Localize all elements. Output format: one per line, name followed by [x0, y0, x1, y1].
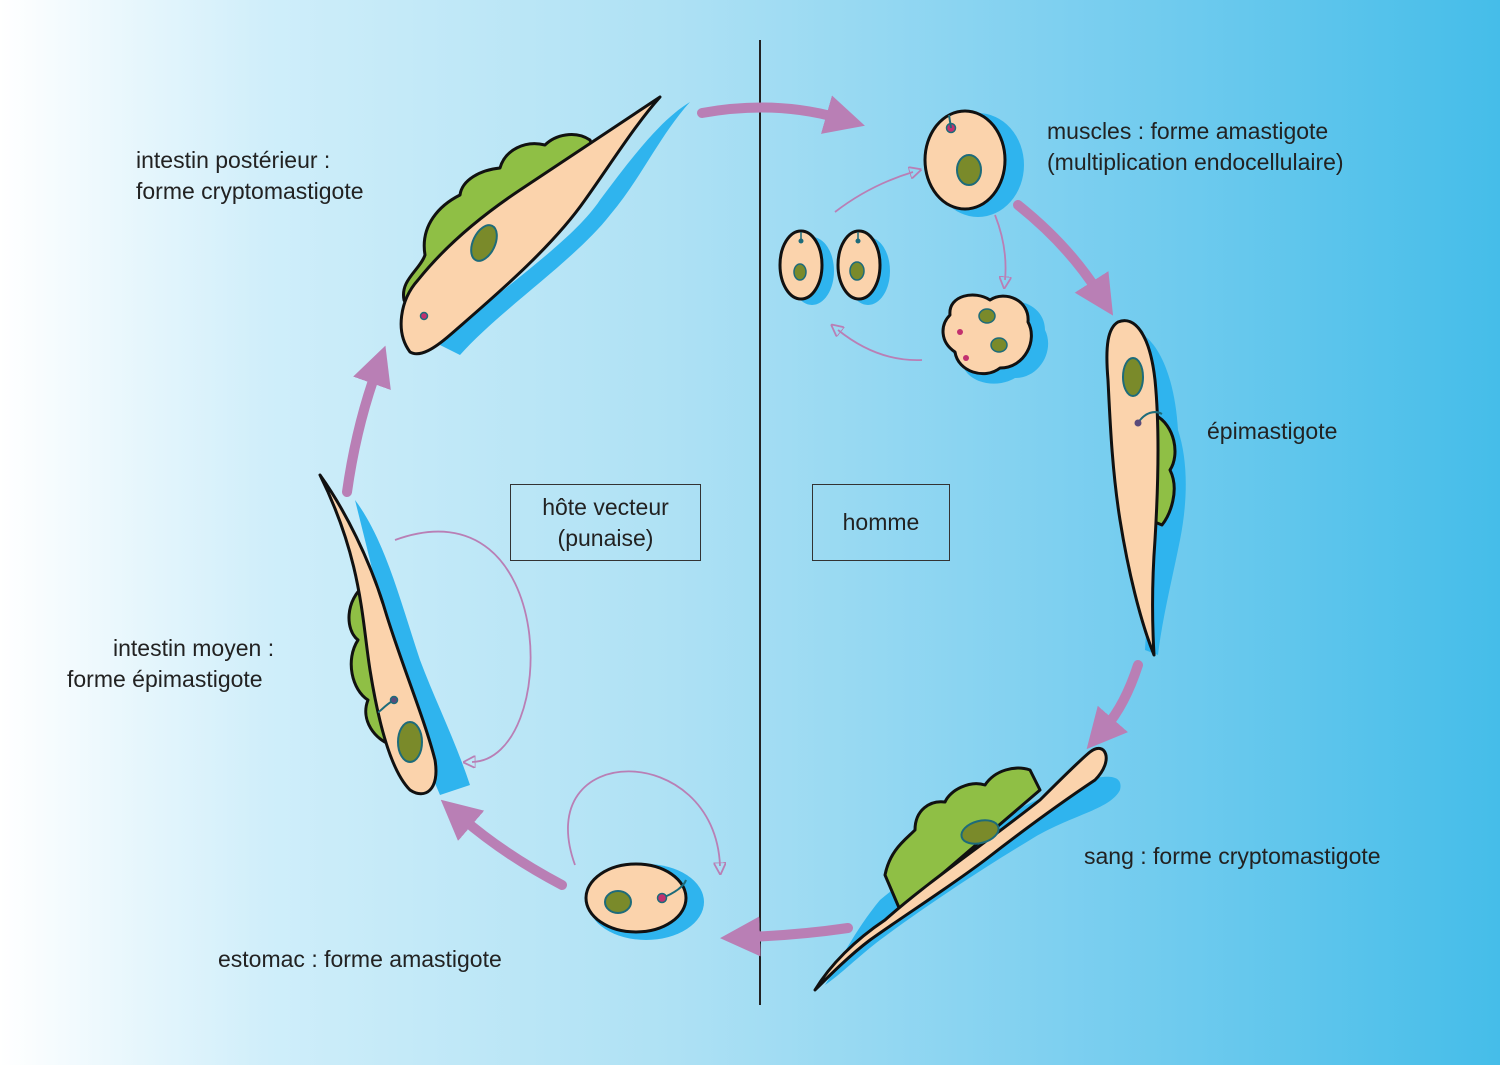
thin-arrow-stomach-loop — [567, 770, 720, 866]
epimastigote-label-line1: épimastigote — [1207, 418, 1338, 444]
arrow-muscles-to-epimastigote — [1013, 200, 1114, 316]
thin-arrow-midgut-loop — [394, 530, 532, 762]
blood-label-line1: sang : forme cryptomastigote — [1084, 843, 1381, 869]
arrow-blood-to-stomach — [720, 916, 853, 957]
muscles-label-line1: muscles : forme amastigote — [1047, 118, 1329, 144]
vector-host-box: hôte vecteur (punaise) — [510, 484, 701, 561]
midgut-label: intestin moyen : forme épimastigote — [67, 633, 274, 695]
posterior-intestine-label-line1: intestin postérieur : — [136, 147, 331, 173]
cycle-arrows — [342, 95, 1143, 957]
dividing-pair-cells — [778, 229, 890, 305]
arrow-midgut-to-posterior — [342, 345, 391, 497]
posterior-intestine-label-line2: forme cryptomastigote — [136, 178, 364, 204]
human-host-label: homme — [842, 509, 920, 535]
stomach-label: estomac : forme amastigote — [218, 944, 502, 975]
epimastigote-label: épimastigote — [1207, 416, 1337, 447]
posterior-cryptomastigote-cell — [399, 95, 690, 356]
thin-arrow-amastigote-to-dividing — [994, 214, 1006, 280]
multiplication-arrows — [394, 172, 1006, 866]
blood-cryptomastigote-cell — [813, 746, 1121, 992]
midgut-label-line2: forme épimastigote — [67, 666, 263, 692]
stomach-label-line1: estomac : forme amastigote — [218, 946, 502, 972]
vector-host-label-line2: (punaise) — [557, 524, 654, 551]
arrow-epimastigote-to-blood — [1086, 660, 1143, 750]
muscles-label: muscles : forme amastigote (multiplicati… — [1047, 116, 1344, 178]
stomach-amastigote-cell — [584, 862, 704, 940]
arrow-stomach-to-midgut — [440, 799, 567, 890]
epimastigote-cell-right — [1105, 319, 1186, 657]
arrow-vector-to-muscles — [697, 95, 865, 134]
thin-arrow-pair-to-amastigote — [834, 172, 913, 213]
posterior-intestine-label: intestin postérieur : forme cryptomastig… — [136, 145, 364, 207]
muscles-label-line2: (multiplication endocellulaire) — [1047, 149, 1344, 175]
muscles-amastigote-cell — [923, 109, 1024, 217]
midgut-label-line1: intestin moyen : — [113, 635, 275, 661]
human-host-box: homme — [812, 484, 950, 561]
blood-label: sang : forme cryptomastigote — [1084, 841, 1381, 872]
thin-arrow-dividing-to-pair — [838, 330, 923, 361]
vector-host-label-line1: hôte vecteur — [542, 493, 669, 520]
dividing-cluster-cell — [941, 293, 1049, 384]
midgut-epimastigote-cell — [318, 473, 470, 796]
